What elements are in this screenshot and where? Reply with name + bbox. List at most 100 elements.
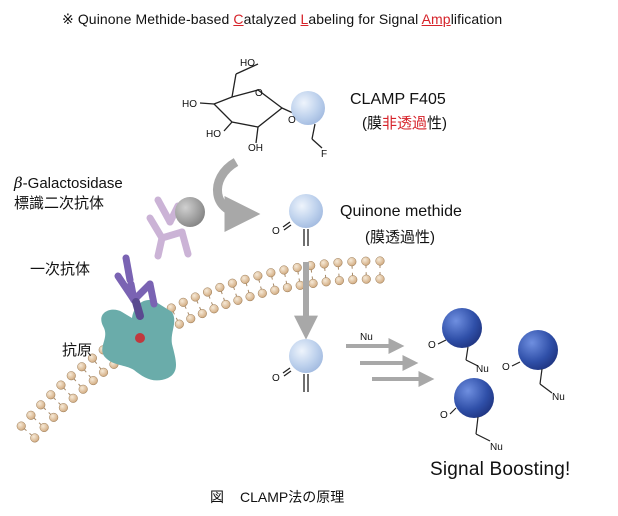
lipid-head: [66, 371, 76, 381]
lipid-head: [49, 412, 59, 422]
page-title: ※ Quinone Methide-based Catalyzed Labeli…: [62, 12, 502, 26]
lipid-head: [98, 367, 109, 377]
lipid-head: [56, 380, 66, 390]
title-atalyzed: atalyzed: [243, 11, 301, 27]
qm-oxygen-label-1: O: [272, 226, 280, 237]
intermediate-name: Quinone methide: [340, 203, 462, 220]
lipid-head: [186, 314, 196, 324]
lipid-head: [334, 276, 344, 286]
lipid-head: [361, 274, 371, 284]
title-letter-l: L: [300, 11, 309, 27]
oxy-label-2: O: [502, 362, 510, 373]
enzyme-name: β-Galactosidase: [14, 175, 123, 192]
lipid-head: [321, 277, 331, 287]
lipid-head: [292, 263, 302, 273]
nu-label-2: Nu: [476, 364, 489, 375]
lipid-head: [68, 393, 78, 403]
lipid-head: [178, 297, 188, 307]
figure-caption-label: 図: [210, 489, 224, 505]
clamp-fluorophore: [291, 91, 325, 125]
figure-caption: 図 CLAMP法の原理: [210, 490, 344, 504]
quinone-methide-inside-bonds: [282, 367, 309, 392]
fluorine-label: F: [321, 149, 327, 160]
substrate-name: CLAMP F405: [350, 91, 446, 108]
lipid-head: [233, 295, 243, 305]
nu-label-1: Nu: [360, 332, 373, 343]
lipid-head: [26, 410, 36, 420]
lipid-head: [30, 433, 40, 443]
title-amp: Amp: [421, 11, 451, 27]
labeled-bonds: [437, 339, 553, 442]
oxy-label-3: O: [440, 410, 448, 421]
lipid-head: [36, 400, 46, 410]
intermediate-property: (膜透過性): [365, 229, 435, 246]
lipid-head: [174, 319, 184, 329]
lipid-head: [197, 309, 207, 319]
labeled-fluorophore-3: [454, 378, 494, 418]
substrate-paren-open: (膜: [362, 115, 382, 132]
labeled-fluorophore-2: [518, 330, 558, 370]
lipid-head: [375, 274, 385, 284]
quinone-methide-inside: [289, 339, 323, 373]
lipid-head: [87, 353, 97, 363]
lipid-head: [221, 299, 231, 309]
lipid-head: [319, 259, 329, 269]
lipid-head: [88, 376, 98, 386]
ho-left-label-1: HO: [182, 99, 197, 110]
lipid-head: [245, 292, 255, 302]
substrate-impermeable: 非透過: [382, 115, 428, 132]
ho-left-label-2: HO: [206, 129, 221, 140]
activation-arrow: [212, 158, 261, 232]
title-lification: lification: [450, 11, 503, 27]
nu-label-3: Nu: [552, 392, 565, 403]
enzyme-conjugate: 標識二次抗体: [14, 195, 105, 212]
labeled-fluorophores: [442, 308, 558, 418]
antigen-label: 抗原: [62, 342, 93, 359]
lipid-head: [78, 384, 88, 394]
lipid-head: [361, 256, 371, 266]
lipid-head: [266, 268, 276, 278]
labeled-fluorophore-1: [442, 308, 482, 348]
nucleophile-arrows: [346, 338, 435, 387]
lipid-head: [58, 403, 68, 413]
lipid-head: [227, 278, 237, 288]
signal-boosting-label: Signal Boosting!: [430, 459, 571, 480]
lipid-head: [257, 288, 267, 298]
lipid-head: [240, 274, 250, 284]
substrate-property: (膜非透過性): [362, 116, 447, 131]
lipid-head: [209, 304, 219, 314]
title-abeling: abeling for Signal: [308, 11, 422, 27]
figure-caption-text: CLAMP法の原理: [240, 489, 345, 505]
lipid-head: [375, 256, 385, 266]
lipid-head: [253, 271, 263, 281]
qm-oxygen-label-2: O: [272, 373, 280, 384]
oh-bottom-label: OH: [248, 143, 263, 154]
lipid-head: [308, 278, 318, 288]
lipid-head: [348, 275, 358, 285]
ring-oxygen-label: O: [255, 88, 263, 99]
lipid-head: [202, 287, 213, 297]
lipid-head: [46, 390, 56, 400]
lipid-head: [333, 258, 343, 268]
link-oxygen-label: O: [288, 115, 296, 126]
primary-antibody-label: 一次抗体: [30, 261, 91, 278]
lipid-head: [270, 285, 280, 295]
lipid-head: [282, 283, 292, 293]
lipid-head: [39, 422, 49, 433]
lipid-head: [16, 421, 26, 431]
oxy-label-1: O: [428, 340, 436, 351]
quinone-methide-fluorophore: [289, 194, 323, 228]
nu-label-4: Nu: [490, 442, 503, 453]
title-letter-c: C: [233, 11, 244, 27]
primary-antibody-shape: [114, 254, 158, 320]
enzyme-name-text: -Galactosidase: [22, 175, 123, 192]
title-prefix: ※ Quinone Methide-based: [62, 11, 234, 27]
lipid-head: [77, 362, 87, 372]
substrate-paren-close: 性): [427, 115, 448, 132]
enzyme-sphere: [175, 197, 205, 227]
lipid-head: [215, 282, 225, 292]
quinone-methide-bonds: [282, 221, 309, 246]
oh-top-label: HO: [240, 58, 255, 69]
